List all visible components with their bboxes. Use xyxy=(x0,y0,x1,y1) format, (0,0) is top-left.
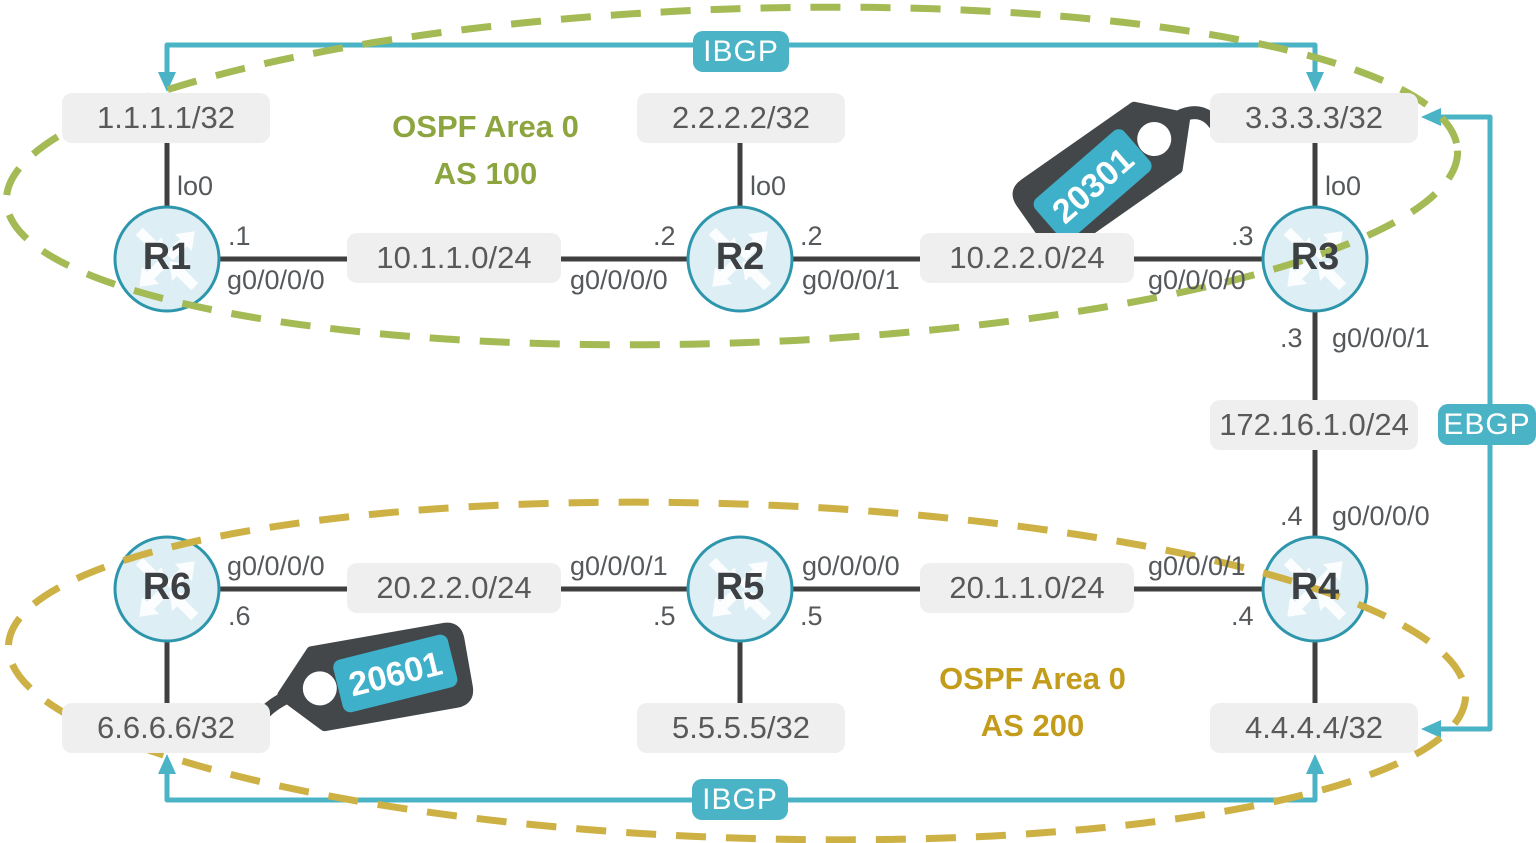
router-r3-label: R3 xyxy=(1290,236,1340,278)
loopback-box-r1: 1.1.1.1/32 xyxy=(62,93,270,143)
if-label-r1-right: g0/0/0/0 xyxy=(227,265,325,295)
as100-caption-line1: OSPF Area 0 xyxy=(392,109,579,144)
if-label-r2-right: g0/0/0/1 xyxy=(802,265,900,295)
ibgp-bottom-arrow-right-icon xyxy=(1306,754,1324,774)
ibgp-top-arrow-left-icon xyxy=(158,72,176,92)
ip-label-r5-right: .5 xyxy=(800,601,823,631)
ebgp-arrow-bottom-icon xyxy=(1421,720,1441,738)
loopback-box-r2: 2.2.2.2/32 xyxy=(637,93,845,143)
loopback-box-r6: 6.6.6.6/32 xyxy=(62,703,270,753)
as200-boundary-ellipse xyxy=(4,498,1470,843)
router-r2-icon xyxy=(686,205,794,313)
tag-label-plate xyxy=(333,634,458,713)
ip-label-r5-left: .5 xyxy=(653,601,676,631)
ip-label-r6-right: .6 xyxy=(228,601,251,631)
lo0-label-r2: lo0 xyxy=(750,171,787,201)
tag-hole-icon xyxy=(1137,122,1172,157)
ip-label-r2-right: .2 xyxy=(800,221,823,251)
tag-20301: 20301 xyxy=(1012,101,1221,255)
router-r1-label: R1 xyxy=(142,236,192,278)
ip-label-r3-down: .3 xyxy=(1280,323,1303,353)
router-r6-label: R6 xyxy=(142,566,192,608)
ibgp-top-arrow-right-icon xyxy=(1306,72,1324,92)
router-r6-icon xyxy=(113,535,221,643)
tag-label-plate xyxy=(1033,129,1152,241)
ip-label-r3-left: .3 xyxy=(1231,221,1254,251)
ip-label-r4-up: .4 xyxy=(1280,501,1303,531)
tag-hole-icon xyxy=(302,671,337,706)
subnet-box-r3-r4: 172.16.1.0/24 xyxy=(1210,400,1418,450)
subnet-box-r5-r4: 20.1.1.0/24 xyxy=(920,563,1134,613)
ibgp-bottom-badge: IBGP xyxy=(692,779,788,820)
subnet-box-r6-r5: 20.2.2.0/24 xyxy=(347,563,561,613)
as100-caption-line2: AS 100 xyxy=(433,156,538,191)
if-label-r4-up: g0/0/0/0 xyxy=(1332,501,1430,531)
ip-label-r4-left: .4 xyxy=(1231,601,1254,631)
router-r5-icon xyxy=(686,535,794,643)
router-r5-label: R5 xyxy=(715,566,765,608)
if-label-r6-right: g0/0/0/0 xyxy=(227,551,325,581)
tag-20601: 20601 xyxy=(257,622,474,732)
if-label-r5-right: g0/0/0/0 xyxy=(802,551,900,581)
ibgp-bottom-arrow-left-icon xyxy=(158,754,176,774)
router-r2-label: R2 xyxy=(715,236,765,278)
subnet-box-r2-r3: 10.2.2.0/24 xyxy=(920,233,1134,283)
ibgp-top-badge: IBGP xyxy=(693,31,789,72)
if-label-r3-down: g0/0/0/1 xyxy=(1332,323,1430,353)
lo0-label-r1: lo0 xyxy=(177,171,214,201)
loopback-box-r4: 4.4.4.4/32 xyxy=(1210,703,1418,753)
lo0-label-r3: lo0 xyxy=(1325,171,1362,201)
as200-caption: OSPF Area 0 AS 200 xyxy=(915,655,1150,749)
if-label-r4-left: g0/0/0/1 xyxy=(1148,551,1246,581)
ebgp-badge: EBGP xyxy=(1438,404,1536,445)
as100-caption: OSPF Area 0 AS 100 xyxy=(368,103,603,197)
ip-label-r1-right: .1 xyxy=(228,221,251,251)
as200-caption-line2: AS 200 xyxy=(980,708,1085,743)
if-label-r3-left: g0/0/0/0 xyxy=(1148,265,1246,295)
loopback-box-r3: 3.3.3.3/32 xyxy=(1210,93,1418,143)
router-r1-icon xyxy=(113,205,221,313)
ebgp-arrow-top-icon xyxy=(1421,108,1441,126)
router-r3-icon xyxy=(1261,205,1369,313)
if-label-r5-left: g0/0/0/1 xyxy=(570,551,668,581)
loopback-box-r5: 5.5.5.5/32 xyxy=(637,703,845,753)
ip-label-r2-left: .2 xyxy=(653,221,676,251)
subnet-box-r1-r2: 10.1.1.0/24 xyxy=(347,233,561,283)
if-label-r2-left: g0/0/0/0 xyxy=(570,265,668,295)
router-r4-label: R4 xyxy=(1290,566,1340,608)
as200-caption-line1: OSPF Area 0 xyxy=(939,661,1126,696)
as100-boundary-ellipse xyxy=(2,3,1462,349)
